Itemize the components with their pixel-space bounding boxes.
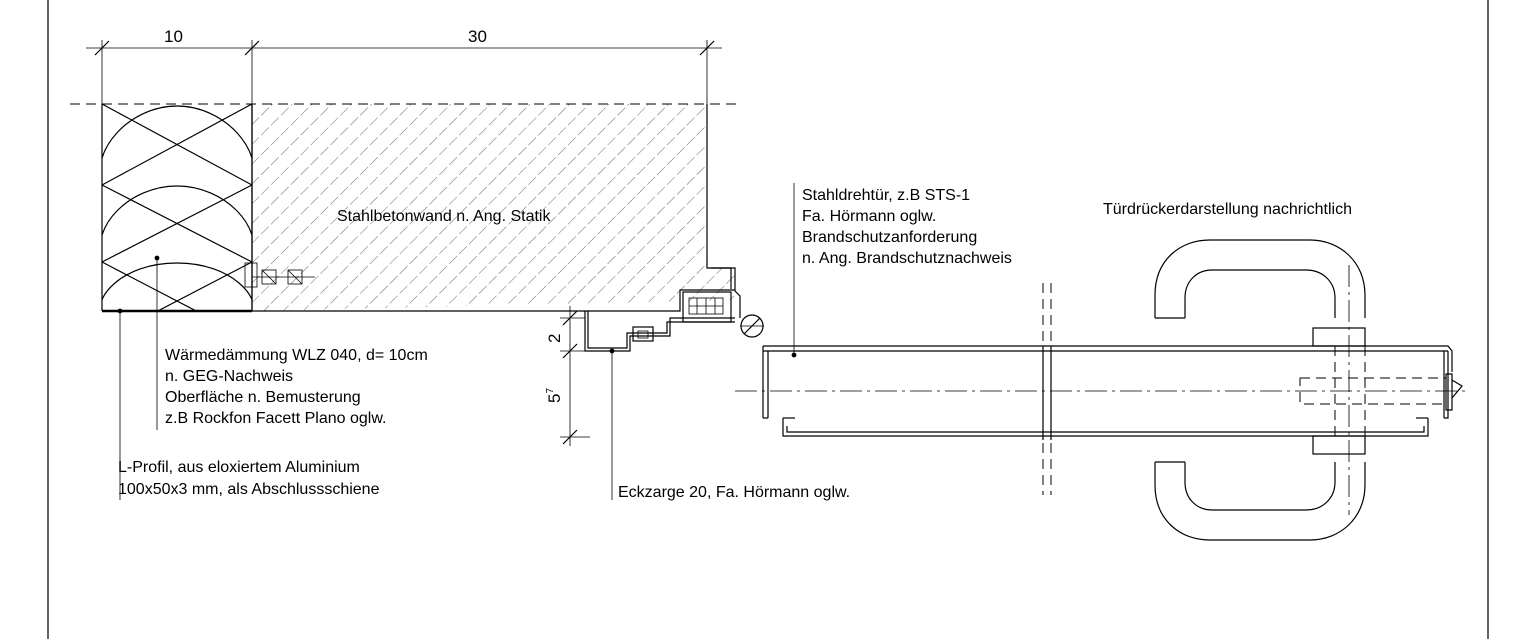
dim-insulation-width: 10 — [164, 27, 183, 46]
insulation-annotation: Wärmedämmung WLZ 040, d= 10cm n. GEG-Nac… — [156, 258, 428, 430]
svg-text:n. Ang. Brandschutznachweis: n. Ang. Brandschutznachweis — [802, 250, 1012, 267]
concrete-wall: Stahlbetonwand n. Ang. Statik — [244, 104, 735, 312]
svg-text:Brandschutzanforderung: Brandschutzanforderung — [802, 229, 977, 246]
sheet-border — [47, 0, 1489, 639]
svg-text:Eckzarge 20, Fa. Hörmann oglw.: Eckzarge 20, Fa. Hörmann oglw. — [618, 484, 850, 501]
dimension-chain-top: 10 30 — [86, 27, 722, 104]
svg-text:L-Profil, aus eloxiertem Alumi: L-Profil, aus eloxiertem Aluminium — [118, 459, 360, 476]
door-annotation: Stahldrehtür, z.B STS-1 Fa. Hörmann oglw… — [793, 183, 1012, 355]
handle-label: Türdrückerdarstellung nachrichtlich — [1103, 201, 1352, 218]
svg-text:Oberfläche n. Bemusterung: Oberfläche n. Bemusterung — [165, 389, 361, 406]
dim-wall-width: 30 — [468, 27, 487, 46]
wall-label: Stahlbetonwand n. Ang. Statik — [337, 208, 551, 225]
dimension-chain-vertical: 2 57 — [545, 306, 590, 446]
door-leaf — [735, 345, 1470, 437]
break-lines — [1042, 283, 1052, 495]
dim-reveal: 57 — [545, 388, 564, 403]
svg-text:z.B Rockfon Facett Plano oglw.: z.B Rockfon Facett Plano oglw. — [165, 410, 386, 427]
insulation-layer — [101, 104, 253, 311]
frame-annotation: Eckzarge 20, Fa. Hörmann oglw. — [611, 351, 850, 501]
svg-text:n. GEG-Nachweis: n. GEG-Nachweis — [165, 368, 293, 385]
svg-text:100x50x3 mm, als Abschlussschi: 100x50x3 mm, als Abschlussschiene — [118, 481, 380, 498]
svg-text:Stahldrehtür, z.B STS-1: Stahldrehtür, z.B STS-1 — [802, 187, 970, 204]
profile-annotation: L-Profil, aus eloxiertem Aluminium 100x5… — [118, 311, 380, 500]
door-handle — [1154, 239, 1447, 541]
svg-text:Fa. Hörmann oglw.: Fa. Hörmann oglw. — [802, 208, 936, 225]
svg-text:Wärmedämmung WLZ 040, d= 10cm: Wärmedämmung WLZ 040, d= 10cm — [165, 347, 428, 364]
dim-gap: 2 — [545, 334, 564, 343]
